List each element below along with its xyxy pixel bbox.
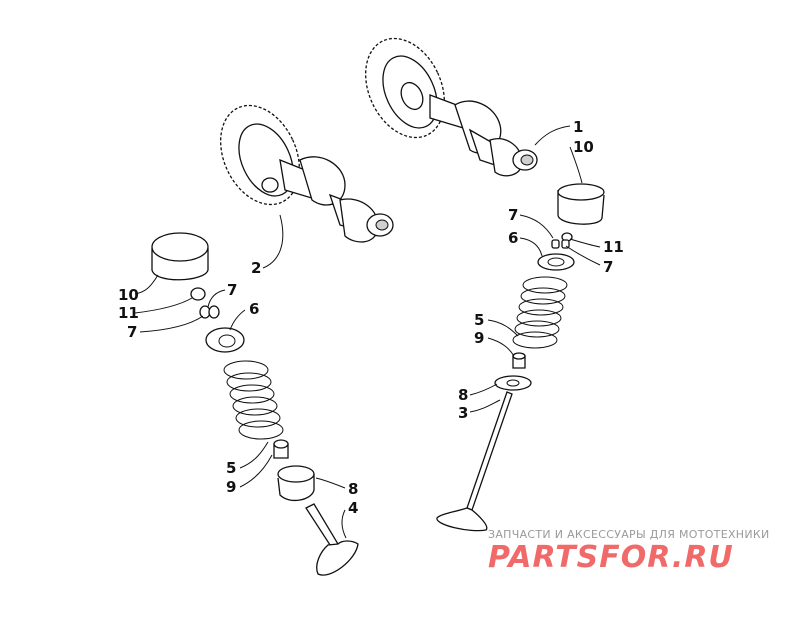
valve-bucket-left	[151, 232, 209, 281]
camshaft-right	[365, 37, 538, 177]
callout-5-left: 5	[226, 459, 236, 477]
valve-left	[305, 503, 359, 576]
valve-bucket-right	[557, 183, 605, 225]
shim-left	[190, 287, 206, 301]
callout-8-left: 8	[348, 480, 358, 498]
spring-seat-right	[494, 375, 532, 391]
valve-right	[436, 391, 513, 532]
leader-lines	[134, 125, 601, 539]
valve-keepers-right	[551, 239, 570, 249]
callout-3: 3	[458, 404, 468, 422]
valve-spring-left	[223, 360, 284, 440]
spring-retainer-right	[537, 253, 575, 271]
valve-spring-right	[512, 276, 568, 349]
watermark-tagline: ЗАПЧАСТИ И АКСЕССУАРЫ ДЛЯ МОТОТЕХНИКИ	[488, 528, 770, 541]
callout-7-right-upper: 7	[508, 206, 518, 224]
callout-10-right: 10	[573, 138, 594, 156]
valve-keepers-left	[199, 305, 220, 319]
callout-7-left-upper: 7	[227, 281, 237, 299]
callout-10-left: 10	[118, 286, 139, 304]
spring-retainer-left	[205, 327, 245, 353]
valve-stem-seal-right	[512, 352, 526, 369]
callout-2: 2	[251, 259, 261, 277]
callouts: 1 10 7 6 11 7 5 9 8 3 2 10 11 7 7 6 5 9 …	[118, 118, 624, 517]
callout-11-left: 11	[118, 304, 139, 322]
callout-8-right: 8	[458, 386, 468, 404]
callout-5-right: 5	[474, 311, 484, 329]
callout-4: 4	[348, 499, 358, 517]
callout-6-right: 6	[508, 229, 518, 247]
callout-1: 1	[573, 118, 583, 136]
callout-6-left: 6	[249, 300, 259, 318]
watermark-logo: PARTSFOR.RU	[488, 540, 734, 575]
callout-7-right-lower: 7	[603, 258, 613, 276]
valve-stem-seal-left	[273, 439, 289, 459]
callout-9-left: 9	[226, 478, 236, 496]
callout-7-left-lower: 7	[127, 323, 137, 341]
spring-seat-left	[277, 465, 315, 502]
callout-11-right: 11	[603, 238, 624, 256]
callout-9-right: 9	[474, 329, 484, 347]
camshaft-left	[220, 104, 394, 243]
